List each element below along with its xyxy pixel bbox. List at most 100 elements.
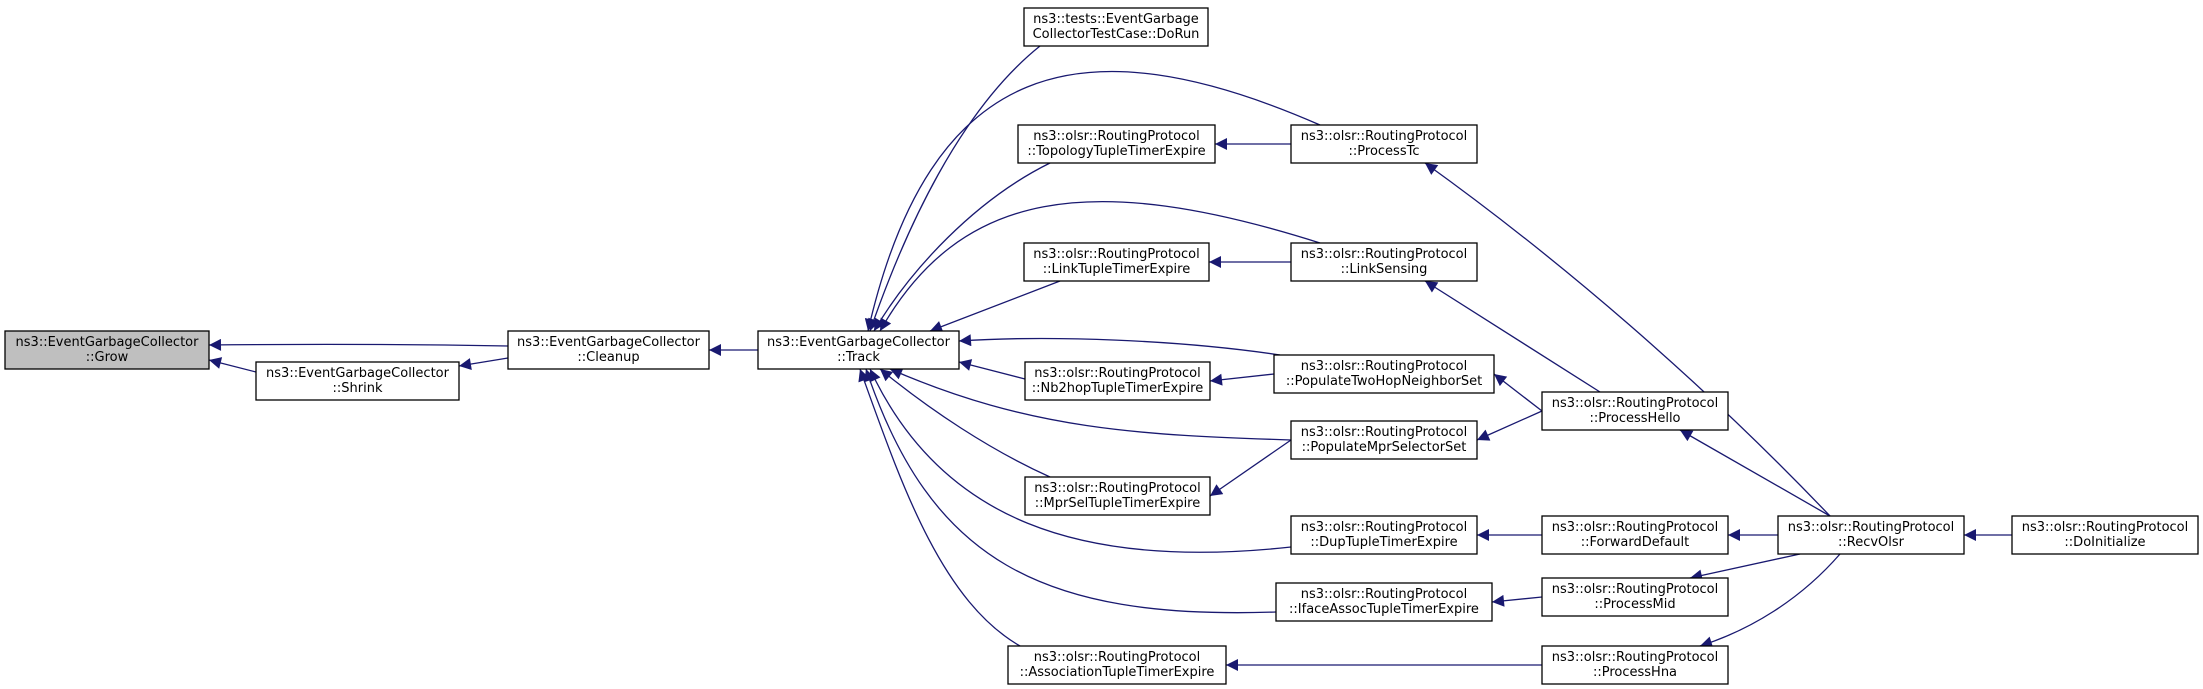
node-topology[interactable]: ns3::olsr::RoutingProtocol::TopologyTupl… <box>1017 124 1216 164</box>
node-dorun[interactable]: ns3::tests::EventGarbageCollectorTestCas… <box>1023 7 1209 47</box>
node-label-line: ::ProcessTc <box>1349 144 1420 159</box>
node-processhna[interactable]: ns3::olsr::RoutingProtocol::ProcessHna <box>1541 645 1729 685</box>
node-label-line: ns3::olsr::RoutingProtocol <box>1301 129 1468 144</box>
node-box <box>1024 361 1211 401</box>
node-box <box>1007 645 1227 685</box>
edge-dorun-to-track <box>868 45 1041 332</box>
node-box <box>1541 577 1729 617</box>
node-box <box>255 361 460 401</box>
node-processmid[interactable]: ns3::olsr::RoutingProtocol::ProcessMid <box>1541 577 1729 617</box>
node-label-line: ns3::EventGarbageCollector <box>266 366 450 381</box>
node-box <box>1275 582 1493 622</box>
nodes-layer: ns3::EventGarbageCollector::Growns3::Eve… <box>4 7 2199 685</box>
edge-populatempr-to-track <box>889 368 1292 441</box>
node-box <box>2011 515 2199 555</box>
edge-duptuple-to-track <box>869 368 1292 553</box>
node-doinitialize[interactable]: ns3::olsr::RoutingProtocol::DoInitialize <box>2011 515 2199 555</box>
edge-processhello-to-linksensing <box>1424 280 1601 393</box>
node-label-line: ::AssociationTupleTimerExpire <box>1020 665 1215 680</box>
node-box <box>1290 242 1478 282</box>
node-label-line: CollectorTestCase::DoRun <box>1033 27 1200 42</box>
node-label-line: ::TopologyTupleTimerExpire <box>1027 144 1205 159</box>
node-label-line: ::RecvOlsr <box>1838 535 1905 550</box>
node-label-line: ::ProcessMid <box>1594 597 1675 612</box>
edge-assoc-to-track <box>858 368 1021 647</box>
edge-nb2hop-to-track <box>958 359 1026 380</box>
node-label-line: ns3::olsr::RoutingProtocol <box>1552 520 1719 535</box>
node-box <box>1290 124 1478 164</box>
edge-populatetwohop-to-track <box>958 334 1281 356</box>
node-label-line: ns3::olsr::RoutingProtocol <box>1788 520 1955 535</box>
edge-recvolsr-to-processhello <box>1679 429 1831 517</box>
node-label-line: ns3::olsr::RoutingProtocol <box>1034 650 1201 665</box>
node-ifaceassoc[interactable]: ns3::olsr::RoutingProtocol::IfaceAssocTu… <box>1275 582 1493 622</box>
node-label-line: ::DupTupleTimerExpire <box>1310 535 1457 550</box>
node-label-line: ::PopulateTwoHopNeighborSet <box>1286 374 1482 389</box>
node-label-line: ::LinkTupleTimerExpire <box>1043 262 1190 277</box>
edge-recvolsr-to-processtc <box>1424 162 1831 517</box>
edge-recvolsr-to-processhna <box>1699 553 1841 649</box>
node-box <box>757 330 960 370</box>
edge-topology-to-track <box>873 162 1051 332</box>
node-processhello[interactable]: ns3::olsr::RoutingProtocol::ProcessHello <box>1541 391 1729 431</box>
node-box <box>1273 354 1495 394</box>
node-linksensing[interactable]: ns3::olsr::RoutingProtocol::LinkSensing <box>1290 242 1478 282</box>
node-label-line: ns3::olsr::RoutingProtocol <box>1301 359 1468 374</box>
node-recvolsr[interactable]: ns3::olsr::RoutingProtocol::RecvOlsr <box>1777 515 1965 555</box>
node-mprsel[interactable]: ns3::olsr::RoutingProtocol::MprSelTupleT… <box>1024 476 1211 516</box>
node-track[interactable]: ns3::EventGarbageCollector::Track <box>757 330 960 370</box>
edge-cleanup-to-shrink <box>458 357 509 370</box>
node-forwarddefault[interactable]: ns3::olsr::RoutingProtocol::ForwardDefau… <box>1541 515 1729 555</box>
node-box <box>507 330 710 370</box>
node-box <box>1023 7 1209 47</box>
node-box <box>1541 391 1729 431</box>
node-box <box>1777 515 1965 555</box>
node-label-line: ns3::olsr::RoutingProtocol <box>1034 481 1201 496</box>
edge-shrink-to-grow <box>208 357 257 373</box>
edge-populatempr-to-mprsel <box>1209 439 1292 497</box>
edge-recvolsr-to-processmid <box>1689 553 1801 582</box>
node-grow[interactable]: ns3::EventGarbageCollector::Grow <box>4 330 210 370</box>
node-box <box>1541 515 1729 555</box>
node-box <box>1024 476 1211 516</box>
node-label-line: ::Shrink <box>333 381 383 396</box>
node-processtc[interactable]: ns3::olsr::RoutingProtocol::ProcessTc <box>1290 124 1478 164</box>
node-label-line: ns3::olsr::RoutingProtocol <box>1552 650 1719 665</box>
node-label-line: ::ForwardDefault <box>1581 535 1690 550</box>
edge-processhello-to-populatetwohop <box>1493 373 1543 412</box>
edge-cleanup-to-grow <box>208 338 509 351</box>
node-label-line: ns3::olsr::RoutingProtocol <box>1301 587 1468 602</box>
node-label-line: ::PopulateMprSelectorSet <box>1302 440 1467 455</box>
node-label-line: ns3::tests::EventGarbage <box>1033 12 1199 27</box>
node-label-line: ::Nb2hopTupleTimerExpire <box>1032 381 1204 396</box>
node-label-line: ::LinkSensing <box>1341 262 1428 277</box>
node-box <box>1290 420 1478 460</box>
node-box <box>1023 242 1210 282</box>
node-box <box>1290 515 1478 555</box>
edge-ifaceassoc-to-track <box>864 368 1277 614</box>
node-label-line: ns3::olsr::RoutingProtocol <box>1033 129 1200 144</box>
node-shrink[interactable]: ns3::EventGarbageCollector::Shrink <box>255 361 460 401</box>
node-label-line: ::DoInitialize <box>2064 535 2145 550</box>
node-assoc[interactable]: ns3::olsr::RoutingProtocol::AssociationT… <box>1007 645 1227 685</box>
node-box <box>1541 645 1729 685</box>
node-box <box>1017 124 1216 164</box>
node-label-line: ns3::EventGarbageCollector <box>767 335 951 350</box>
node-populatempr[interactable]: ns3::olsr::RoutingProtocol::PopulateMprS… <box>1290 420 1478 460</box>
node-duptuple[interactable]: ns3::olsr::RoutingProtocol::DupTupleTime… <box>1290 515 1478 555</box>
node-nb2hop[interactable]: ns3::olsr::RoutingProtocol::Nb2hopTupleT… <box>1024 361 1211 401</box>
node-label-line: ns3::olsr::RoutingProtocol <box>2022 520 2189 535</box>
node-label-line: ns3::olsr::RoutingProtocol <box>1552 396 1719 411</box>
node-label-line: ns3::olsr::RoutingProtocol <box>1033 247 1200 262</box>
node-label-line: ::Grow <box>86 350 129 365</box>
edge-linksensing-to-track <box>879 200 1321 332</box>
node-box <box>4 330 210 370</box>
node-linktuple[interactable]: ns3::olsr::RoutingProtocol::LinkTupleTim… <box>1023 242 1210 282</box>
edge-processmid-to-ifaceassoc <box>1491 594 1543 607</box>
node-cleanup[interactable]: ns3::EventGarbageCollector::Cleanup <box>507 330 710 370</box>
node-label-line: ::ProcessHna <box>1593 665 1677 680</box>
node-label-line: ns3::EventGarbageCollector <box>517 335 701 350</box>
node-label-line: ns3::olsr::RoutingProtocol <box>1034 366 1201 381</box>
node-populatetwohop[interactable]: ns3::olsr::RoutingProtocol::PopulateTwoH… <box>1273 354 1495 394</box>
